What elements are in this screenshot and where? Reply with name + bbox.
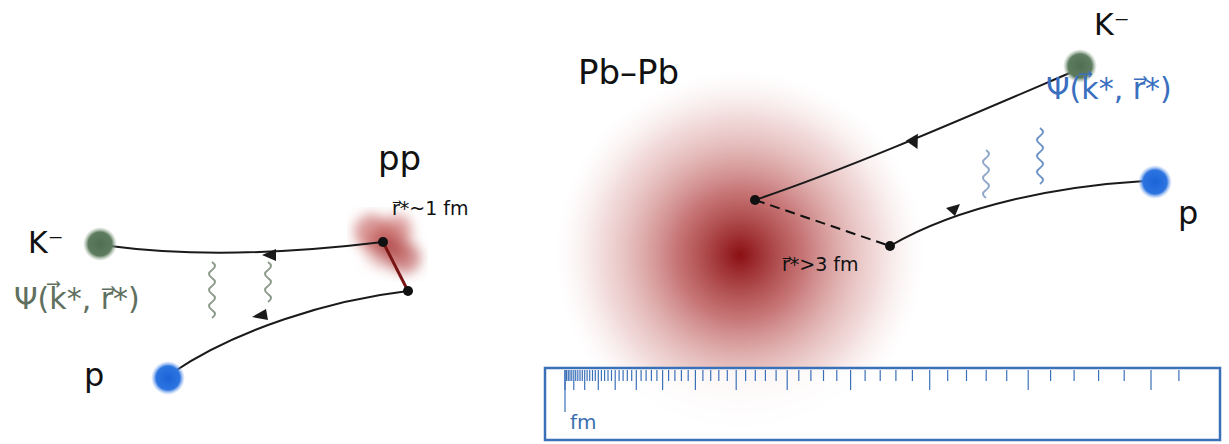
wave-line: [983, 150, 989, 198]
wavefunction-label-box: Ψ(k⃗*, r⃗*): [14, 282, 140, 315]
ruler-ticks: [565, 370, 1179, 412]
emission-point: [403, 286, 413, 296]
emission-point: [378, 237, 388, 247]
emission-point: [750, 195, 760, 205]
ruler-unit: fm: [570, 410, 597, 434]
particle-label-box: p: [1178, 196, 1198, 231]
arrow-head: [262, 249, 276, 261]
particle-label-box: K⁻: [28, 226, 64, 259]
particle-label: K⁻: [1094, 7, 1130, 42]
system-label: Pb–Pb: [578, 52, 679, 92]
ruler: [545, 368, 1220, 440]
radius-label: r⃗*~1 fm: [392, 197, 469, 219]
system-label-box: Pb–Pb: [578, 54, 679, 91]
radius-label-box: r⃗*>3 fm: [782, 254, 859, 275]
particle-label: p: [1178, 194, 1198, 232]
arrow-head: [906, 134, 925, 152]
particle-label: p: [84, 356, 104, 394]
wave-line: [265, 262, 271, 302]
arrow-head: [946, 204, 960, 216]
arrow-head: [252, 309, 268, 320]
interaction-waves: [209, 128, 1043, 318]
particle-label: K⁻: [28, 225, 64, 260]
system-label-box: pp: [378, 140, 421, 177]
particle-label-box: p: [84, 358, 104, 393]
wavefunction-label: Ψ(k⃗*, r⃗*): [14, 281, 140, 316]
particle-label-box: K⁻: [1094, 8, 1130, 41]
pp-separation: [383, 242, 408, 291]
radius-label: r⃗*>3 fm: [782, 253, 859, 275]
pbpb-separation: [755, 200, 890, 246]
ruler-unit-box: fm: [570, 411, 597, 433]
radius-label-box: r⃗*~1 fm: [392, 198, 469, 219]
proton-dot: [1138, 165, 1172, 199]
pp-trajectories: [110, 242, 408, 373]
wavefunction-label: Ψ(k⃗*, r⃗*): [1046, 71, 1172, 106]
wave-line: [209, 262, 215, 318]
wavefunction-label-box: Ψ(k⃗*, r⃗*): [1046, 72, 1172, 105]
emission-point: [885, 241, 895, 251]
proton-dot: [151, 361, 185, 395]
kaon-dot: [83, 227, 117, 261]
system-label: pp: [378, 138, 421, 178]
wave-line: [1037, 128, 1043, 184]
